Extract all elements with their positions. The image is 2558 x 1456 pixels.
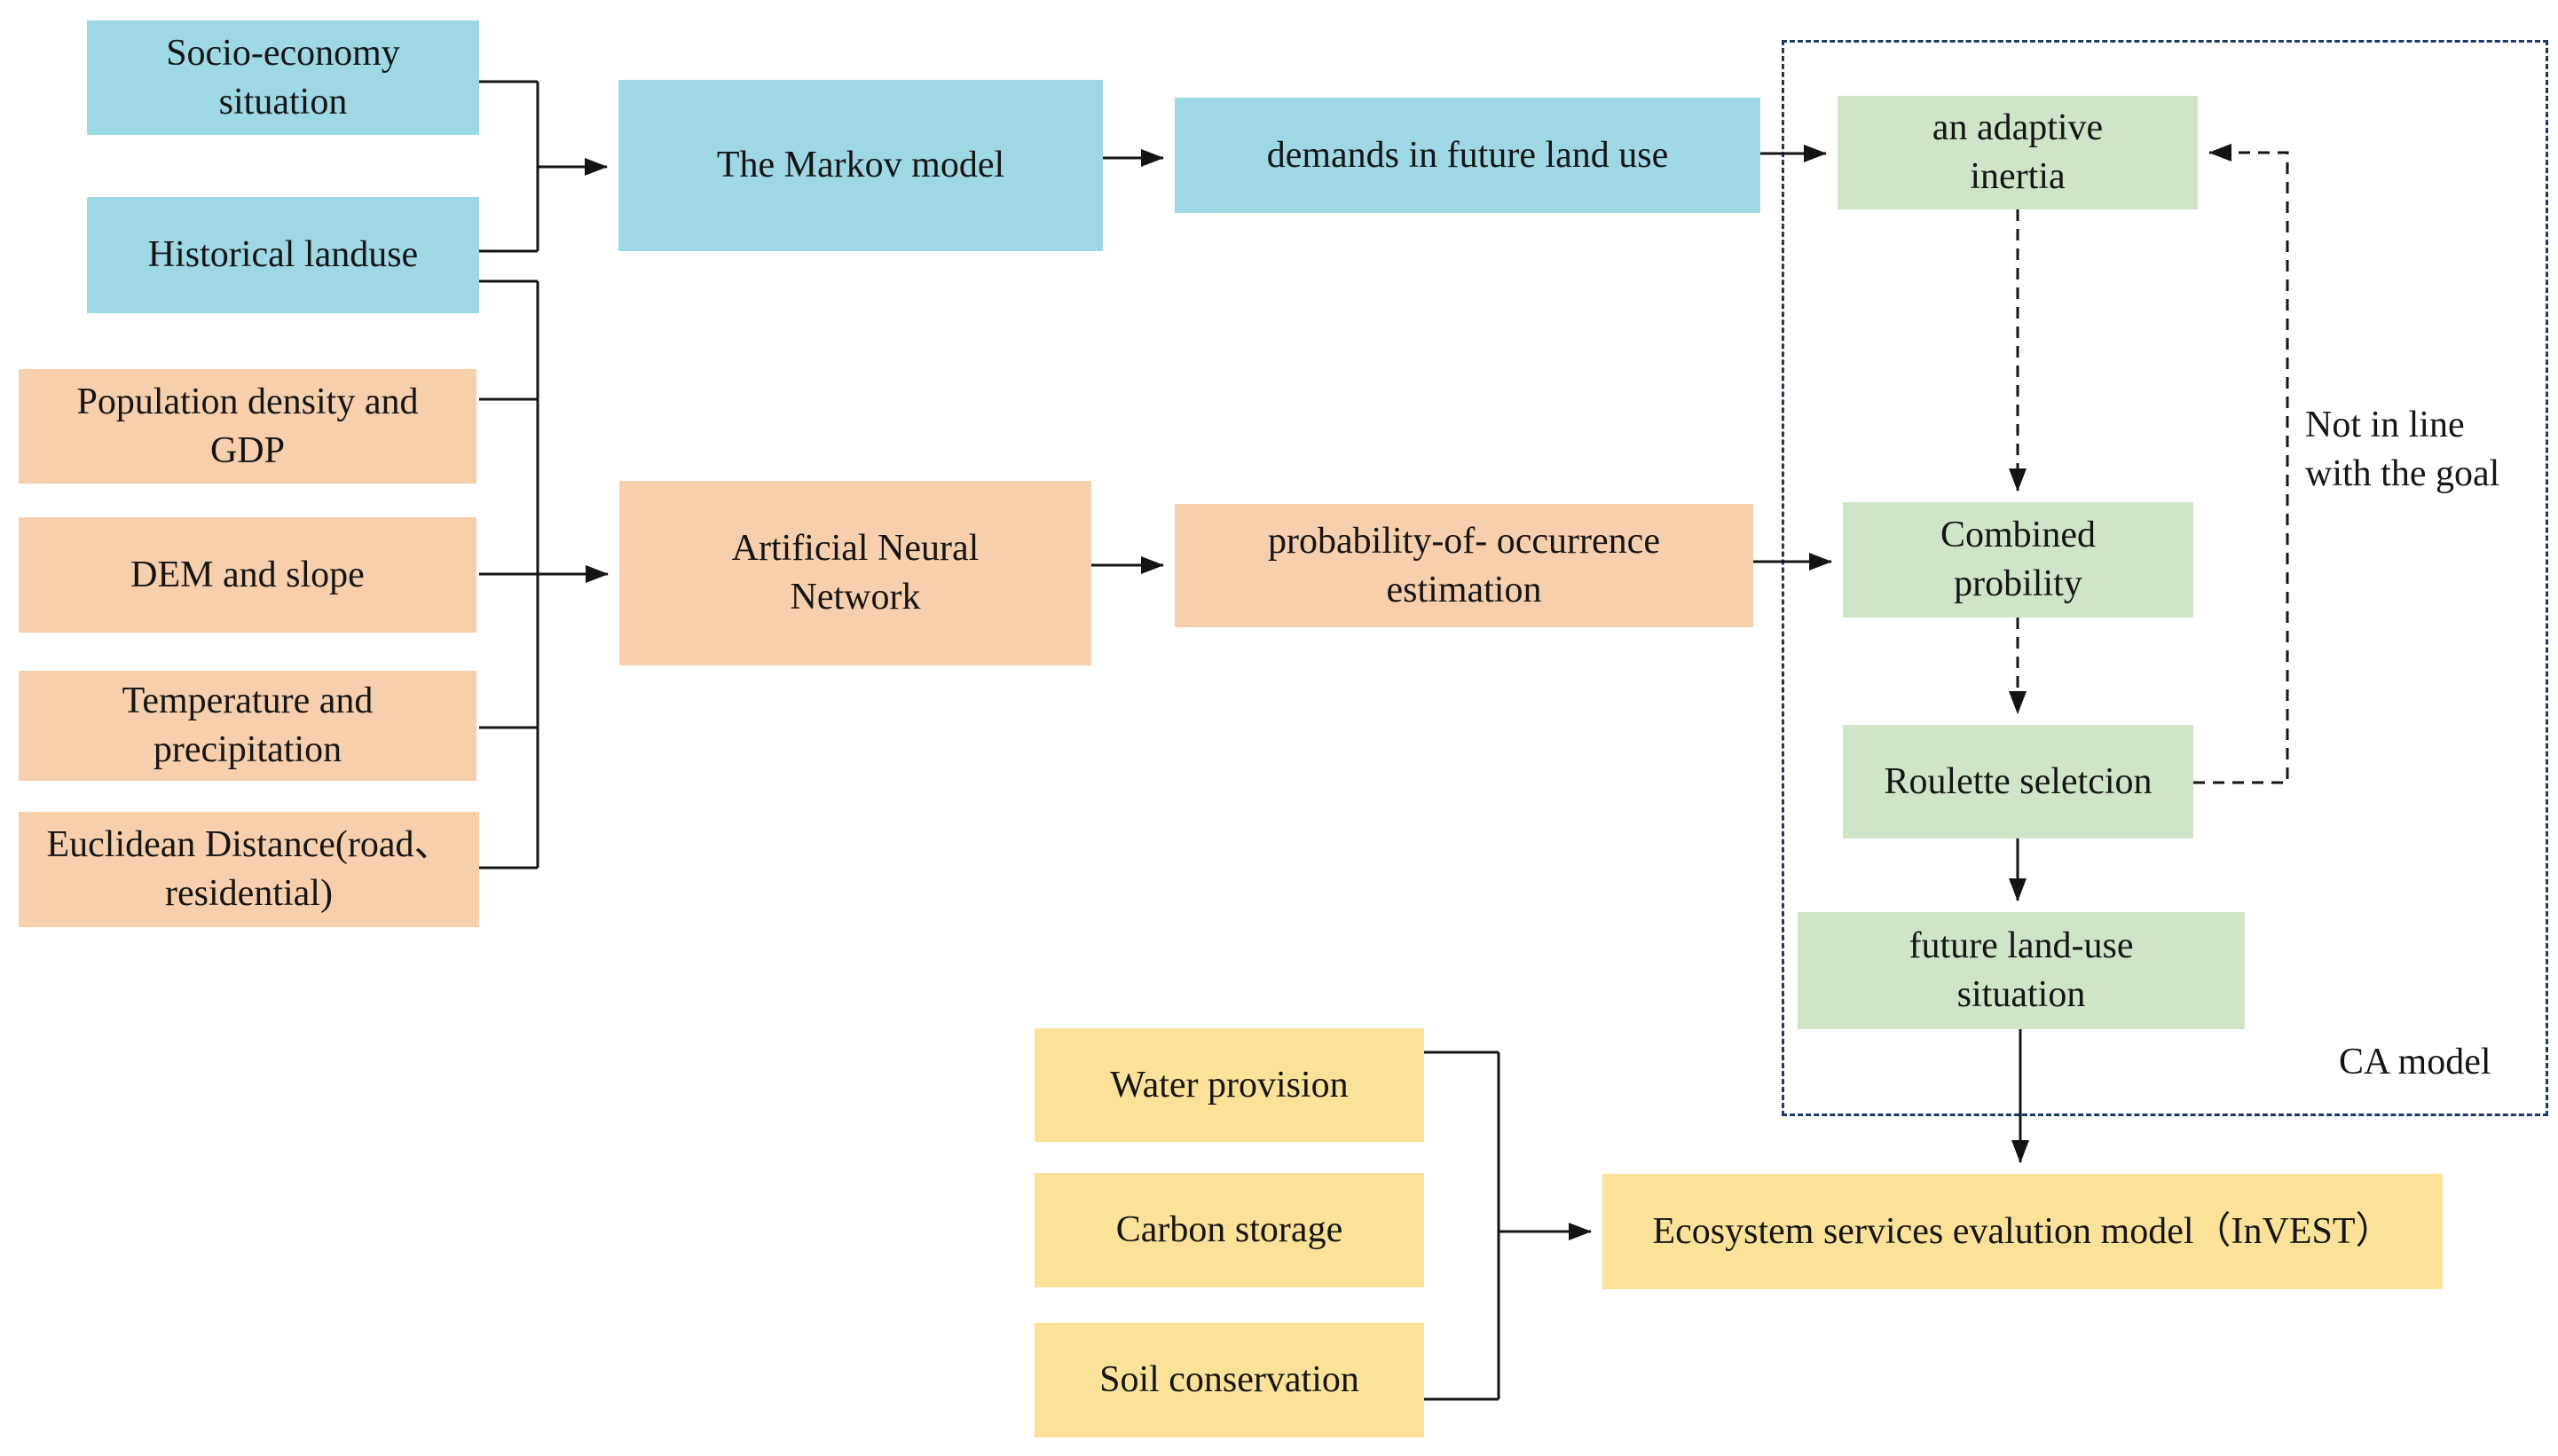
- box-historical-landuse: Historical landuse: [87, 197, 479, 313]
- box-adaptive-inertia: an adaptive inertia: [1838, 96, 2198, 209]
- box-artificial-neural-network: Artificial Neural Network: [619, 481, 1091, 665]
- label-ca-model: CA model: [2339, 1042, 2491, 1082]
- box-carbon-storage: Carbon storage: [1035, 1173, 1424, 1287]
- box-probability-occurrence: probability-of- occurrence estimation: [1175, 504, 1753, 627]
- box-future-landuse-situation: future land-use situation: [1798, 912, 2245, 1029]
- box-dem-slope: DEM and slope: [19, 517, 476, 633]
- box-water-provision: Water provision: [1035, 1028, 1424, 1142]
- box-temperature-precipitation: Temperature and precipitation: [19, 671, 476, 781]
- box-demands-future-land-use: demands in future land use: [1175, 98, 1760, 213]
- label-not-in-line-with-goal: Not in line with the goal: [2305, 405, 2500, 495]
- ca-model-container: [1782, 40, 2548, 1116]
- box-soil-conservation: Soil conservation: [1035, 1323, 1424, 1437]
- box-combined-probability: Combined probility: [1843, 502, 2193, 618]
- box-markov-model: The Markov model: [618, 80, 1103, 251]
- box-roulette-selection: Roulette seletcion: [1843, 725, 2193, 838]
- box-ecosystem-services-model: Ecosystem services evalution model（InVES…: [1602, 1174, 2443, 1289]
- box-population-gdp: Population density and GDP: [19, 369, 476, 484]
- box-euclidean-distance: Euclidean Distance(road、 residential): [19, 812, 479, 927]
- box-socio-economy: Socio-economy situation: [87, 20, 479, 135]
